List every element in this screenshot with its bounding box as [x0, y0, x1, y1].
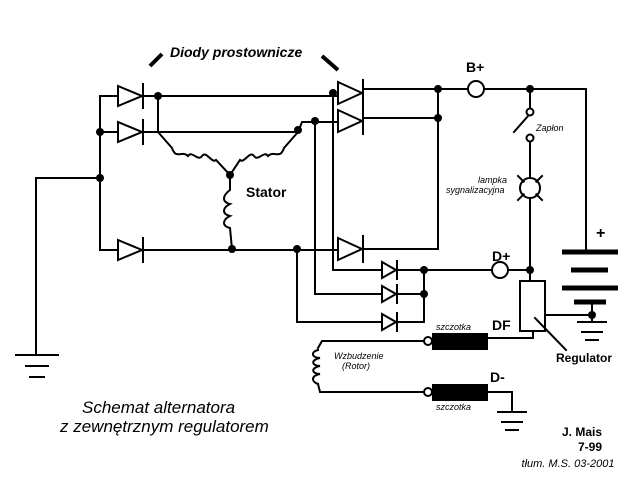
exciter-taps	[296, 92, 381, 323]
rectifier-diodes-label: Diody prostownicze	[170, 44, 302, 60]
b-plus-bus	[362, 80, 587, 253]
left-ground-wiring	[35, 95, 119, 356]
warning-lamp-label-1: lampka	[478, 175, 507, 185]
warning-lamp	[516, 174, 544, 271]
stator-windings	[156, 130, 300, 251]
d-minus-label: D-	[490, 369, 505, 385]
title-line-2: z zewnętrznym regulatorem	[59, 417, 269, 436]
excitation-label-1: Wzbudzenie	[334, 351, 384, 361]
battery	[562, 249, 618, 341]
title-line-1: Schemat alternatora	[82, 398, 235, 417]
negative-diode-1	[117, 83, 145, 109]
phase-wires	[142, 89, 339, 253]
positive-diode-2	[337, 107, 365, 135]
negative-diode-2	[99, 119, 145, 145]
brush-top-label: szczotka	[436, 322, 471, 332]
regulator-label: Regulator	[556, 351, 612, 365]
exciter-diode-2	[381, 284, 399, 304]
exciter-diode-1	[381, 260, 399, 280]
credit-date: 7-99	[578, 440, 602, 454]
negative-diode-3	[117, 237, 145, 263]
regulator	[487, 280, 593, 352]
b-plus-terminal	[467, 80, 485, 98]
positive-diode-3	[337, 235, 365, 263]
d-plus-label: D+	[492, 248, 510, 264]
rectifier-bracket	[148, 52, 340, 72]
ground-symbol-left	[15, 354, 59, 378]
credit-translation: tłum. M.S. 03-2001	[522, 458, 615, 470]
d-plus-terminal	[491, 261, 509, 279]
d-plus-bus	[396, 261, 534, 323]
excitation-label-2: (Rotor)	[342, 361, 370, 371]
warning-lamp-label-2: sygnalizacyjna	[446, 185, 505, 195]
df-label: DF	[492, 317, 511, 333]
brush-bottom	[423, 384, 527, 431]
brush-top	[423, 333, 488, 350]
battery-plus-label: +	[596, 225, 605, 242]
stator-label: Stator	[246, 184, 287, 200]
rotor-field-winding	[312, 340, 425, 393]
positive-diode-1	[337, 79, 365, 107]
credit-author: J. Mais	[562, 425, 602, 439]
ignition-switch	[512, 88, 535, 177]
ignition-label: Zapłon	[535, 123, 564, 133]
exciter-diode-3	[381, 312, 399, 332]
brush-bottom-label: szczotka	[436, 402, 471, 412]
b-plus-label: B+	[466, 59, 484, 75]
